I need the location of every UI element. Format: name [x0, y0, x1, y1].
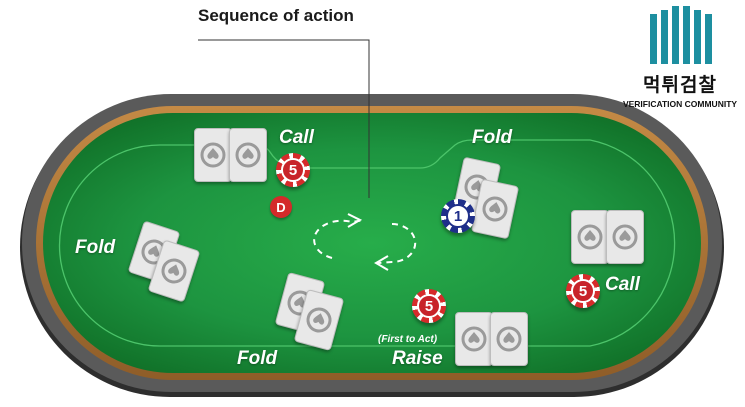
logo-bars-icon — [650, 6, 712, 64]
chip-value: 5 — [281, 158, 305, 182]
spade-card-icon — [470, 178, 520, 240]
action-label-bottom-right: Raise — [392, 348, 443, 369]
chip-right: 5 — [566, 274, 600, 308]
action-label-top-right: Fold — [472, 127, 513, 148]
spade-card-icon — [571, 210, 609, 264]
dealer-button: D — [270, 196, 292, 218]
logo-english-name: VERIFICATION COMMUNITY — [622, 99, 738, 109]
first-to-act-note: (First to Act) — [378, 334, 438, 345]
logo-korean-name: 먹튀검찰 — [643, 74, 717, 96]
chip-top-left: 5 — [276, 153, 310, 187]
chip-value: 5 — [571, 279, 595, 303]
clockwise-arrow-icon — [313, 213, 417, 271]
spade-card-icon — [293, 289, 345, 351]
logo: 먹튀검찰 VERIFICATION COMMUNITY — [620, 4, 740, 116]
action-label-left: Fold — [75, 237, 116, 258]
spade-card-icon — [455, 312, 493, 366]
spade-card-icon — [229, 128, 267, 182]
chip-value: 1 — [446, 204, 470, 228]
chip-center-right: 1 — [441, 199, 475, 233]
action-label-top-left: Call — [279, 127, 314, 148]
title-pointer-line — [198, 39, 370, 198]
spade-card-icon — [606, 210, 644, 264]
page-title: Sequence of action — [198, 6, 354, 25]
action-label-bottom-center: Fold — [237, 348, 278, 369]
chip-value: 5 — [417, 294, 441, 318]
chip-bottom-right: 5 — [412, 289, 446, 323]
spade-card-icon — [490, 312, 528, 366]
action-label-right: Call — [605, 274, 640, 295]
spade-card-icon — [194, 128, 232, 182]
spade-card-icon — [147, 239, 201, 303]
